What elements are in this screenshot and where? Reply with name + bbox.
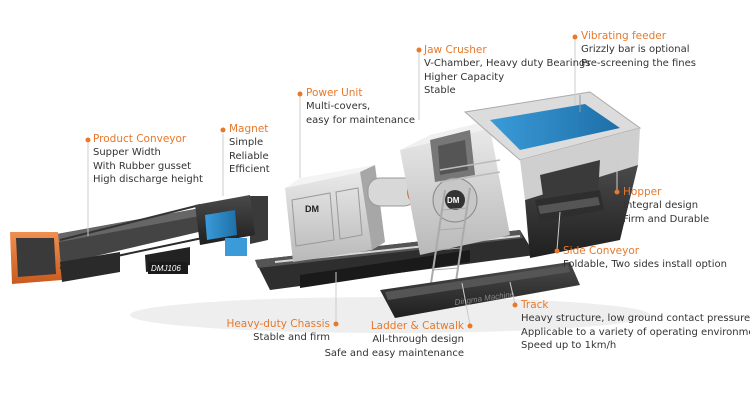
callout-product-conveyor: Product Conveyor Supper Width With Rubbe… bbox=[93, 133, 203, 187]
callout-hopper: Hopper Integral design Firm and Durable bbox=[623, 186, 709, 226]
callout-line: Pre-screening the fines bbox=[581, 57, 696, 69]
callout-line: Applicable to a variety of operating env… bbox=[521, 326, 750, 338]
callout-title: Vibrating feeder bbox=[581, 30, 667, 42]
dot-jaw-crusher bbox=[416, 47, 422, 53]
callout-title: Ladder & Catwalk bbox=[370, 320, 464, 332]
callout-jaw-crusher: Jaw Crusher V-Chamber, Heavy duty Bearin… bbox=[424, 44, 590, 98]
dot-hopper bbox=[614, 189, 620, 195]
callout-line: Efficient bbox=[229, 164, 270, 175]
leader-lines bbox=[87, 37, 618, 326]
callout-line: Safe and easy maintenance bbox=[324, 347, 464, 359]
callout-magnet: Magnet Simple Reliable Efficient bbox=[229, 123, 270, 177]
dot-magnet bbox=[220, 127, 226, 133]
callout-line: Integral design bbox=[623, 200, 699, 211]
magnet bbox=[195, 195, 255, 256]
callout-side-conveyor: Side Conveyor Foldable, Two sides instal… bbox=[563, 245, 727, 272]
hopper bbox=[463, 91, 642, 258]
power-unit: DM bbox=[285, 165, 385, 262]
dot-power-unit bbox=[297, 91, 303, 97]
dot-ladder-catwalk bbox=[467, 323, 473, 329]
callout-track: Track Heavy structure, low ground contac… bbox=[521, 299, 750, 353]
catwalk bbox=[429, 159, 501, 291]
callout-line: Stable and firm bbox=[253, 332, 330, 343]
callout-line: Firm and Durable bbox=[623, 213, 710, 225]
crusher-badge: DM bbox=[447, 196, 460, 205]
callout-line: Higher Capacity bbox=[424, 71, 505, 83]
callout-line: High discharge height bbox=[93, 174, 203, 185]
callout-line: Supper Width bbox=[93, 147, 161, 158]
dot-product-conveyor bbox=[85, 137, 91, 143]
callout-line: With Rubber gusset bbox=[93, 160, 192, 172]
dot-side-conveyor bbox=[554, 248, 560, 254]
callout-heavy-duty-chassis: Heavy-duty Chassis Stable and firm bbox=[226, 318, 330, 345]
dot-track bbox=[512, 302, 518, 308]
callout-line: Grizzly bar is optional bbox=[581, 44, 690, 55]
callout-vibrating-feeder: Vibrating feeder Grizzly bar is optional… bbox=[581, 30, 696, 70]
callout-ladder-catwalk: Ladder & Catwalk All-through design Safe… bbox=[325, 320, 464, 360]
jaw-crusher: DM bbox=[400, 118, 510, 255]
callout-title: Track bbox=[521, 299, 549, 311]
callout-title: Power Unit bbox=[306, 87, 363, 99]
callout-line: Speed up to 1km/h bbox=[521, 340, 617, 351]
callout-power-unit: Power Unit Multi-covers, easy for mainte… bbox=[306, 87, 415, 127]
side-conveyor bbox=[535, 190, 604, 222]
model-plate-text: DMJ106 bbox=[151, 264, 181, 273]
callout-line: V-Chamber, Heavy duty Bearings bbox=[424, 58, 591, 69]
dot-vibrating-feeder bbox=[572, 34, 578, 40]
callout-line: Simple bbox=[229, 137, 264, 148]
callout-line: Foldable, Two sides install option bbox=[563, 259, 727, 270]
callout-line: Multi-covers, bbox=[306, 101, 371, 112]
power-unit-logo: DM bbox=[305, 204, 319, 214]
callout-title: Heavy-duty Chassis bbox=[226, 318, 330, 330]
callout-title: Hopper bbox=[623, 186, 662, 198]
dot-heavy-duty-chassis bbox=[333, 321, 339, 327]
callout-title: Product Conveyor bbox=[93, 133, 187, 145]
callout-line: Heavy structure, low ground contact pres… bbox=[521, 313, 750, 324]
model-plate: DMJ106 bbox=[148, 262, 188, 274]
ground-shadow bbox=[130, 297, 650, 333]
callout-title: Side Conveyor bbox=[563, 245, 640, 257]
callout-line: Reliable bbox=[229, 150, 269, 162]
callout-line: easy for maintenance bbox=[306, 114, 416, 126]
callout-line: All-through design bbox=[372, 334, 464, 345]
callout-title: Jaw Crusher bbox=[424, 44, 487, 56]
callout-title: Magnet bbox=[229, 123, 269, 135]
callout-line: Stable bbox=[424, 85, 456, 96]
